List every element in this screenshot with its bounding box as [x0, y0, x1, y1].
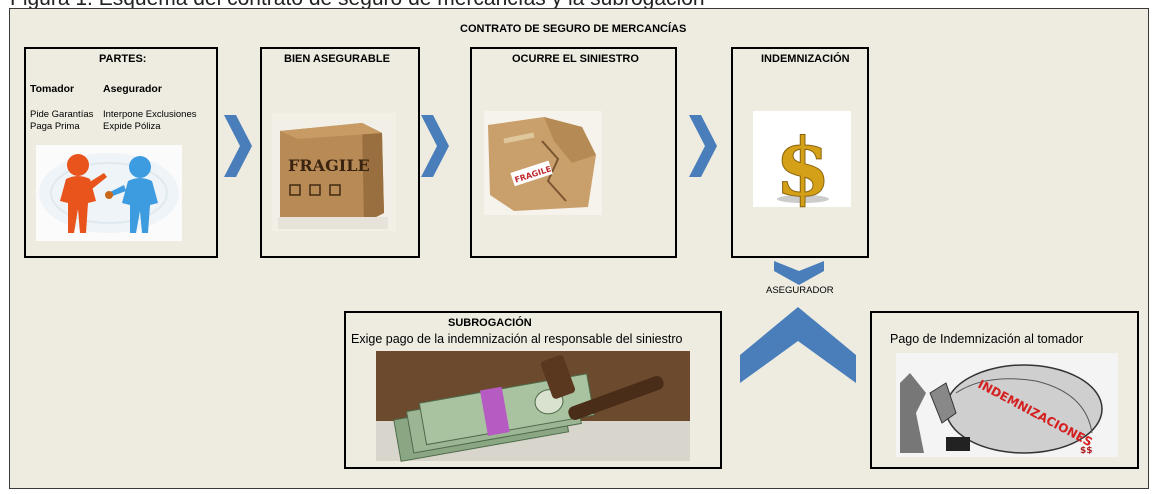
bien-asegurable-box: BIEN ASEGURABLE FRAGILE: [260, 47, 420, 258]
subrogacion-subtitle: Exige pago de la indemnización al respon…: [351, 332, 683, 346]
diagram-title: CONTRATO DE SEGURO DE MERCANCÍAS: [460, 23, 687, 35]
indemnizaciones-cartoon-image: INDEMNIZACIONES $$: [896, 353, 1118, 457]
asegurador-header: Asegurador: [103, 83, 162, 95]
fragile-box-text: FRAGILE: [288, 156, 370, 175]
asegurador-label: ASEGURADOR: [766, 285, 834, 296]
svg-text:$$: $$: [1080, 446, 1093, 456]
tomador-line-1: Pide Garantías: [30, 109, 94, 120]
right-chevron-1: [224, 115, 252, 177]
ocurre-siniestro-title: OCURRE EL SINIESTRO: [512, 53, 639, 65]
asegurador-line-1: Interpone Exclusiones: [103, 109, 197, 120]
indemnizacion-title: INDEMNIZACIÓN: [761, 53, 850, 65]
tomador-line-2: Paga Prima: [30, 121, 80, 132]
svg-text:$: $: [775, 120, 831, 214]
indemnizacion-box: INDEMNIZACIÓN $: [731, 47, 869, 258]
split-chevron: [740, 307, 856, 383]
subrogacion-title: SUBROGACIÓN: [448, 317, 532, 329]
diagram-canvas: CONTRATO DE SEGURO DE MERCANCÍAS PARTES:…: [9, 8, 1149, 489]
tomador-header: Tomador: [30, 83, 75, 95]
money-gavel-image: [376, 351, 690, 462]
down-chevron: [774, 261, 824, 285]
partes-box: PARTES: Tomador Asegurador Pide Garantía…: [24, 47, 218, 258]
partes-title: PARTES:: [99, 53, 147, 65]
ocurre-siniestro-box: OCURRE EL SINIESTRO FRAGILE: [470, 47, 677, 258]
right-chevron-2: [421, 115, 449, 177]
subrogacion-box: SUBROGACIÓN Exige pago de la indemnizaci…: [344, 311, 722, 469]
gold-dollar-image: $: [753, 111, 851, 215]
pago-box: Pago de Indemnización al tomador INDEMNI…: [870, 311, 1139, 469]
bien-asegurable-title: BIEN ASEGURABLE: [284, 53, 390, 65]
right-chevron-3: [689, 115, 717, 177]
figure-caption: Figura 1. Esquema del contrato de seguro…: [0, 0, 1156, 10]
pago-title: Pago de Indemnización al tomador: [890, 332, 1084, 346]
fragile-box-image: FRAGILE: [272, 113, 396, 231]
handshake-people-image: [36, 145, 182, 241]
asegurador-line-2: Expide Póliza: [103, 121, 161, 132]
damaged-box-image: FRAGILE: [484, 111, 602, 215]
